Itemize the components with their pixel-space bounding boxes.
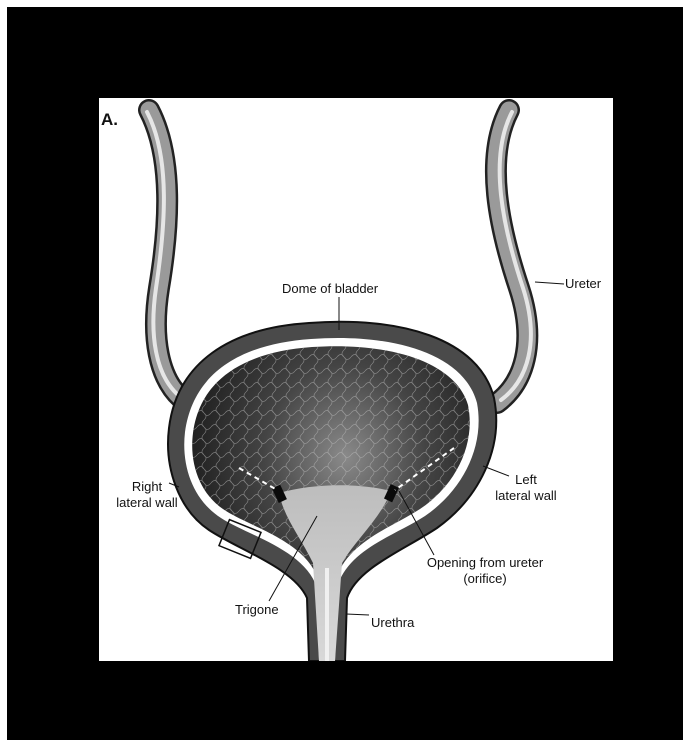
label-ureter: Ureter	[565, 276, 601, 292]
label-left-lateral-wall: Left lateral wall	[485, 472, 567, 504]
label-opening-line1: Opening from ureter	[415, 555, 555, 571]
left-ureter-tube	[496, 110, 531, 403]
label-left-lateral-wall-line2: lateral wall	[485, 488, 567, 504]
label-right-lateral-wall-line2: lateral wall	[105, 495, 189, 511]
black-frame: A. Dome of bladder Ureter Right lateral …	[7, 7, 683, 740]
label-opening-line2: (orifice)	[415, 571, 555, 587]
right-ureter-tube	[147, 110, 181, 398]
label-dome-of-bladder: Dome of bladder	[282, 281, 378, 297]
figure-panel: A. Dome of bladder Ureter Right lateral …	[99, 98, 613, 661]
label-left-lateral-wall-line1: Left	[485, 472, 567, 488]
panel-letter: A.	[101, 110, 118, 130]
label-urethra: Urethra	[371, 615, 414, 631]
label-opening-from-ureter: Opening from ureter (orifice)	[415, 555, 555, 587]
label-right-lateral-wall: Right lateral wall	[105, 479, 189, 511]
label-trigone: Trigone	[235, 602, 279, 618]
label-right-lateral-wall-line1: Right	[105, 479, 189, 495]
